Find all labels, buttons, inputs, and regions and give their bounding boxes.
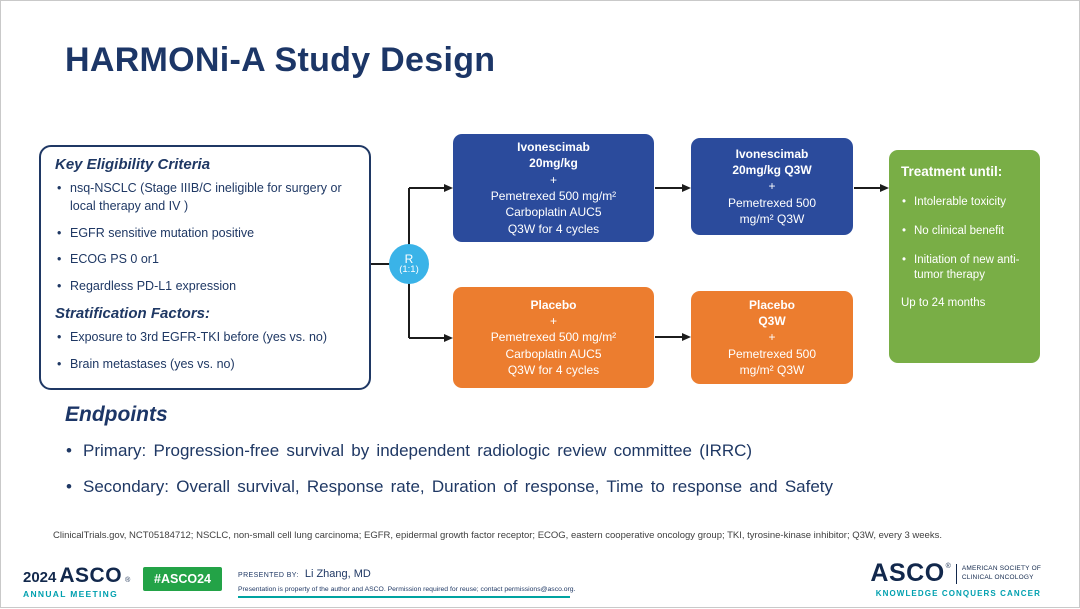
asco-wordmark: ASCO bbox=[870, 559, 945, 587]
ivonescimab-maintenance-box: Ivonescimab 20mg/kg Q3W + Pemetrexed 500… bbox=[691, 138, 853, 235]
box-text-line: 20mg/kg Q3W bbox=[732, 163, 812, 178]
logo-divider bbox=[955, 563, 957, 584]
annual-meeting-label: ANNUAL MEETING bbox=[23, 589, 119, 599]
randomization-ratio: (1:1) bbox=[399, 264, 419, 276]
abbreviations-footnote: ClinicalTrials.gov, NCT05184712; NSCLC, … bbox=[53, 530, 942, 541]
box-text-line: Pemetrexed 500 mg/m² bbox=[490, 189, 617, 203]
eligibility-criteria-panel: Key Eligibility Criteria nsq-NSCLC (Stag… bbox=[39, 145, 371, 390]
placebo-induction-box: Placebo + Pemetrexed 500 mg/m² Carboplat… bbox=[453, 287, 654, 388]
stratification-item: Brain metastases (yes vs. no) bbox=[55, 356, 361, 374]
presented-by-block: PRESENTED BY: Li Zhang, MD Presentation … bbox=[238, 568, 575, 598]
plus-sign: + bbox=[768, 179, 776, 194]
society-name-line: AMERICAN SOCIETY OF bbox=[961, 565, 1041, 573]
hashtag-badge: #ASCO24 bbox=[143, 567, 222, 591]
box-text-line: Placebo bbox=[748, 297, 796, 312]
asco-tagline: KNOWLEDGE CONQUERS CANCER bbox=[875, 589, 1041, 598]
stratification-list: Exposure to 3rd EGFR-TKI before (yes vs.… bbox=[55, 329, 361, 374]
endpoint-secondary: Secondary: Overall survival, Response ra… bbox=[65, 477, 1025, 497]
box-text-line: Pemetrexed 500 bbox=[727, 346, 817, 361]
plus-sign: + bbox=[549, 172, 557, 187]
box-text-line: mg/m² Q3W bbox=[739, 211, 805, 226]
randomization-letter: R bbox=[404, 251, 414, 266]
box-text-line: mg/m² Q3W bbox=[739, 362, 805, 377]
society-name: AMERICAN SOCIETY OF CLINICAL ONCOLOGY bbox=[962, 565, 1041, 582]
meeting-logo-row: 2024 ASCO ® bbox=[23, 564, 130, 588]
stratification-item: Exposure to 3rd EGFR-TKI before (yes vs.… bbox=[55, 329, 361, 347]
slide-title: HARMONi-A Study Design bbox=[65, 41, 496, 79]
randomization-circle: R (1:1) bbox=[389, 244, 429, 284]
asco-annual-meeting-logo: 2024 ASCO ® ANNUAL MEETING bbox=[23, 564, 130, 599]
treatment-duration-note: Up to 24 months bbox=[901, 296, 986, 309]
placebo-maintenance-box: Placebo Q3W + Pemetrexed 500 mg/m² Q3W bbox=[691, 291, 853, 384]
plus-sign: + bbox=[549, 314, 557, 329]
box-text-line: Ivonescimab bbox=[517, 140, 590, 155]
eligibility-item: ECOG PS 0 or1 bbox=[55, 251, 361, 269]
eligibility-item: Regardless PD-L1 expression bbox=[55, 278, 361, 296]
footer-divider-line bbox=[238, 596, 570, 598]
stratification-heading: Stratification Factors: bbox=[55, 304, 211, 322]
eligibility-list: nsq-NSCLC (Stage IIIB/C ineligible for s… bbox=[55, 180, 361, 296]
asco-society-logo: ASCO ® AMERICAN SOCIETY OF CLINICAL ONCO… bbox=[870, 561, 1041, 599]
presenter-name: Li Zhang, MD bbox=[304, 568, 371, 580]
eligibility-item: nsq-NSCLC (Stage IIIB/C ineligible for s… bbox=[55, 180, 361, 216]
box-text-line: Q3W for 4 cycles bbox=[507, 362, 600, 377]
registered-mark: ® bbox=[945, 563, 951, 570]
society-name-line: CLINICAL ONCOLOGY bbox=[961, 573, 1034, 581]
presented-by-row: PRESENTED BY: Li Zhang, MD bbox=[238, 568, 575, 580]
box-text-line: Pemetrexed 500 mg/m² bbox=[490, 330, 617, 345]
treatment-item: No clinical benefit bbox=[901, 224, 1032, 239]
meeting-year: 2024 bbox=[23, 569, 57, 586]
asco-logo-row: ASCO ® AMERICAN SOCIETY OF CLINICAL ONCO… bbox=[870, 561, 1041, 586]
box-text-line: Ivonescimab bbox=[735, 146, 809, 161]
box-text-line: Carboplatin AUC5 bbox=[505, 205, 602, 220]
ivonescimab-induction-box: Ivonescimab 20mg/kg + Pemetrexed 500 mg/… bbox=[453, 134, 654, 242]
treatment-item: Initiation of new anti-tumor therapy bbox=[901, 253, 1032, 283]
copyright-disclaimer: Presentation is property of the author a… bbox=[238, 586, 576, 593]
endpoint-primary: Primary: Progression-free survival by in… bbox=[65, 441, 1025, 461]
treatment-item: Intolerable toxicity bbox=[901, 195, 1032, 210]
box-text-line: Q3W bbox=[758, 314, 786, 329]
treatment-heading: Treatment until: bbox=[901, 164, 1003, 179]
registered-mark: ® bbox=[125, 577, 131, 584]
presented-by-label: PRESENTED BY: bbox=[238, 572, 299, 579]
box-text-line: Placebo bbox=[530, 297, 577, 312]
eligibility-heading: Key Eligibility Criteria bbox=[55, 156, 211, 173]
box-text-line: Pemetrexed 500 bbox=[727, 195, 817, 210]
plus-sign: + bbox=[768, 330, 776, 345]
box-text-line: 20mg/kg bbox=[529, 156, 578, 171]
box-text-line: Carboplatin AUC5 bbox=[505, 346, 602, 361]
endpoints-heading: Endpoints bbox=[65, 403, 168, 426]
eligibility-item: EGFR sensitive mutation positive bbox=[55, 225, 361, 243]
treatment-criteria-list: Intolerable toxicity No clinical benefit… bbox=[901, 195, 1032, 283]
treatment-until-box: Treatment until: Intolerable toxicity No… bbox=[889, 150, 1040, 363]
asco-wordmark: ASCO bbox=[59, 564, 123, 587]
box-text-line: Q3W for 4 cycles bbox=[507, 221, 600, 236]
